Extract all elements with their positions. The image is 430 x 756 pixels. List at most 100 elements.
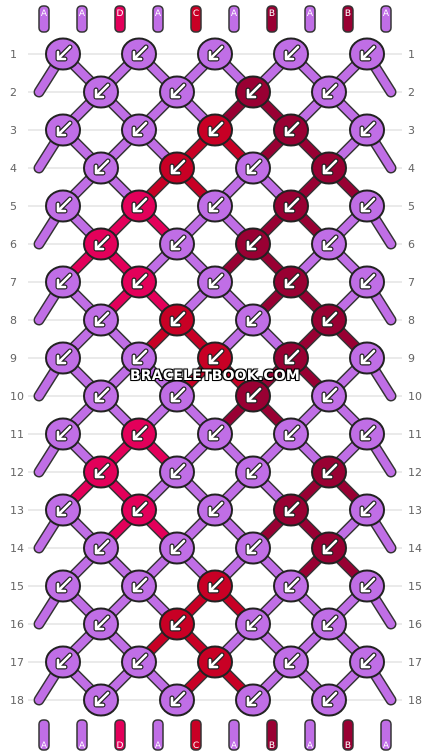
string-top-stub: [114, 5, 126, 33]
string-bottom-stub: [228, 719, 240, 751]
string-top-label: A: [79, 9, 86, 19]
knot: [121, 37, 157, 71]
knot: [273, 417, 309, 451]
string-top-label: C: [193, 9, 199, 19]
knot: [121, 569, 157, 603]
knot-arrow-icon: [246, 691, 262, 707]
knot: [311, 683, 347, 717]
string-bottom-label: A: [383, 741, 390, 751]
string-top-label: A: [155, 9, 162, 19]
knot-arrow-icon: [208, 349, 224, 365]
string-bottom-stub: [114, 719, 126, 751]
string-top-label: A: [41, 9, 48, 19]
knot-arrow-icon: [94, 463, 110, 479]
knot: [159, 151, 195, 185]
knot: [83, 683, 119, 717]
knot: [273, 645, 309, 679]
knot-arrow-icon: [208, 197, 224, 213]
knot: [159, 379, 195, 413]
row-number-left: 18: [10, 694, 24, 707]
knot-arrow-icon: [56, 501, 72, 517]
string-top-label: B: [269, 9, 275, 19]
knot: [235, 607, 271, 641]
knot-arrow-icon: [246, 463, 262, 479]
knot-arrow-icon: [170, 463, 186, 479]
knot: [197, 113, 233, 147]
knot: [349, 569, 385, 603]
knot-arrow-icon: [284, 425, 300, 441]
knot-arrow-icon: [322, 539, 338, 555]
knot: [45, 493, 81, 527]
row-number-left: 9: [10, 352, 17, 365]
knot: [159, 607, 195, 641]
watermark: BRACELETBOOK.COM: [129, 368, 301, 384]
row-number-right: 12: [408, 466, 422, 479]
knot: [83, 75, 119, 109]
string-top-stub: [76, 5, 88, 33]
string-bottom-label: A: [79, 741, 86, 751]
string-top-stub: [342, 5, 354, 33]
row-number-left: 14: [10, 542, 24, 555]
knot: [311, 531, 347, 565]
row-number-left: 2: [10, 86, 17, 99]
knot-arrow-icon: [360, 349, 376, 365]
knot-arrow-icon: [246, 159, 262, 175]
knot: [197, 265, 233, 299]
knot-arrow-icon: [360, 501, 376, 517]
knot-arrow-icon: [94, 311, 110, 327]
knot-arrow-icon: [170, 235, 186, 251]
string-bottom-stub: [380, 719, 392, 751]
knot: [197, 341, 233, 375]
knot: [159, 227, 195, 261]
knot-arrow-icon: [132, 121, 148, 137]
row-number-left: 17: [10, 656, 24, 669]
knot-arrow-icon: [208, 577, 224, 593]
knot: [83, 151, 119, 185]
knot: [83, 303, 119, 337]
knot: [45, 645, 81, 679]
string-top-label: A: [231, 9, 238, 19]
knot-arrow-icon: [56, 349, 72, 365]
row-number-left: 13: [10, 504, 24, 517]
string-bottom-stub: [152, 719, 164, 751]
knot-arrow-icon: [170, 691, 186, 707]
knot-arrow-icon: [322, 235, 338, 251]
knot-arrow-icon: [322, 311, 338, 327]
string-top-stub: [266, 5, 278, 33]
knot-arrow-icon: [284, 45, 300, 61]
string-bottom-stub: [342, 719, 354, 751]
knot-arrow-icon: [322, 159, 338, 175]
knot: [197, 645, 233, 679]
row-number-left: 10: [10, 390, 24, 403]
knot: [235, 683, 271, 717]
knot-arrow-icon: [360, 45, 376, 61]
knot: [83, 379, 119, 413]
knot-arrow-icon: [246, 311, 262, 327]
knot: [121, 113, 157, 147]
knot: [311, 455, 347, 489]
row-number-right: 1: [408, 48, 415, 61]
knot: [45, 569, 81, 603]
string-bottom-label: A: [307, 741, 314, 751]
knot: [273, 37, 309, 71]
knot-arrow-icon: [360, 425, 376, 441]
string-top-label: B: [345, 9, 351, 19]
string-bottom-stub: [76, 719, 88, 751]
knot: [235, 531, 271, 565]
knot-arrow-icon: [322, 83, 338, 99]
knot-arrow-icon: [322, 387, 338, 403]
row-number-right: 18: [408, 694, 422, 707]
knot-arrow-icon: [208, 653, 224, 669]
knot-arrow-icon: [56, 197, 72, 213]
knot-arrow-icon: [94, 615, 110, 631]
string-bottom-stub: [266, 719, 278, 751]
knot: [235, 379, 271, 413]
knot-arrow-icon: [94, 387, 110, 403]
row-number-right: 9: [408, 352, 415, 365]
knot-arrow-icon: [246, 387, 262, 403]
knot: [235, 151, 271, 185]
knot: [273, 189, 309, 223]
knot: [83, 531, 119, 565]
knot: [197, 493, 233, 527]
